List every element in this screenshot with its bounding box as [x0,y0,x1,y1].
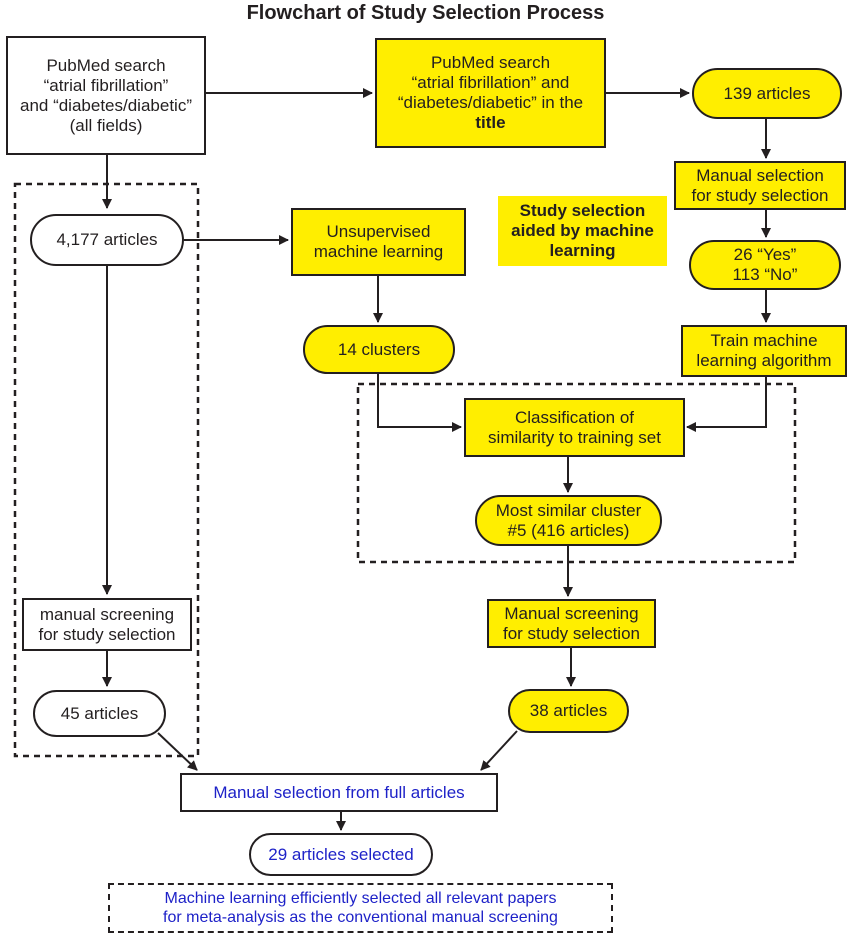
unsupervised-ml-line-1: Unsupervised [326,222,431,241]
arrow-45-to-full-articles [157,732,198,771]
classification-line-2: similarity to training set [488,427,661,447]
figure-title: Flowchart of Study Selection Process [246,2,605,24]
pubmed-all-fields-line-3: and “diabetes/diabetic” [19,95,192,115]
most-similar-cluster-line-2: #5 (416 articles) [507,520,630,540]
classification-similarity-box: Classification of similarity to training… [464,398,685,457]
manual-screening-ml-line-1: Manual screening [504,603,639,623]
no-count-label: 113 “No” [732,265,798,284]
pubmed-title-line-3: “diabetes/diabetic” in the [397,93,584,112]
pubmed-all-fields-line-2: “atrial fibrillation” [43,75,169,95]
conclusion-line-2: for meta-analysis as the conventional ma… [163,909,558,926]
train-ml-line-1: Train machine [710,331,818,350]
manual-full-articles-label: Manual selection from full articles [213,782,465,802]
yes-count-label: 26 “Yes” [733,245,797,264]
articles-38-label: 38 articles [529,701,608,720]
manual-screening-conventional-box: manual screening for study selection [22,598,192,651]
articles-139-label: 139 articles [723,83,811,103]
conclusion-line-1: Machine learning efficiently selected al… [164,890,557,907]
train-ml-line-2: learning algorithm [696,351,832,370]
pubmed-all-fields-box: PubMed search “atrial fibrillation” and … [6,36,206,155]
unsupervised-ml-line-2: machine learning [313,242,444,261]
articles-139-node: 139 articles [692,68,842,119]
ml-note-line-3: learning [549,241,616,260]
classification-line-1: Classification of [514,407,635,427]
manual-screening-ml-line-2: for study selection [502,623,640,643]
pubmed-title-line-2: “atrial fibrillation” and [411,73,570,92]
arrow-38-to-full-articles [480,730,518,771]
most-similar-cluster-line-1: Most similar cluster [495,500,642,520]
conclusion-footnote: Machine learning efficiently selected al… [108,883,613,933]
manual-selection-training-box: Manual selection for study selection [674,161,846,210]
clusters-14-node: 14 clusters [303,325,455,374]
articles-29-selected-label: 29 articles selected [268,844,414,864]
ml-note-line-1: Study selection [519,201,646,220]
manual-full-articles-box: Manual selection from full articles [180,773,498,812]
train-ml-algorithm-box: Train machine learning algorithm [681,325,847,377]
pubmed-title-line-1: PubMed search [430,53,551,72]
manual-screening-conventional-line-2: for study selection [38,624,176,644]
articles-4177-node: 4,177 articles [30,214,184,266]
manual-selection-training-line-1: Manual selection [696,165,824,185]
most-similar-cluster-node: Most similar cluster #5 (416 articles) [475,495,662,546]
ml-aided-selection-note: Study selection aided by machine learnin… [498,196,667,266]
articles-38-node: 38 articles [508,689,629,733]
articles-45-node: 45 articles [33,690,166,737]
articles-45-label: 45 articles [60,703,139,723]
clusters-14-label: 14 clusters [337,339,421,359]
articles-4177-label: 4,177 articles [56,230,158,249]
ml-note-line-2: aided by machine [511,221,654,240]
manual-selection-training-line-2: for study selection [691,185,829,205]
yes-no-counts-node: 26 “Yes” 113 “No” [689,240,841,290]
pubmed-all-fields-line-4: (all fields) [69,115,143,135]
manual-screening-ml-box: Manual screening for study selection [487,599,656,648]
unsupervised-ml-box: Unsupervised machine learning [291,208,466,276]
pubmed-all-fields-line-1: PubMed search [46,55,166,75]
arrow-clusters-to-classification [377,374,462,432]
pubmed-title-bold-word: title [475,113,506,132]
manual-screening-conventional-line-1: manual screening [39,604,175,624]
pubmed-title-search-box: PubMed search “atrial fibrillation” and … [375,38,606,148]
articles-29-selected-node: 29 articles selected [249,833,433,876]
arrow-train-to-classification [686,377,767,432]
